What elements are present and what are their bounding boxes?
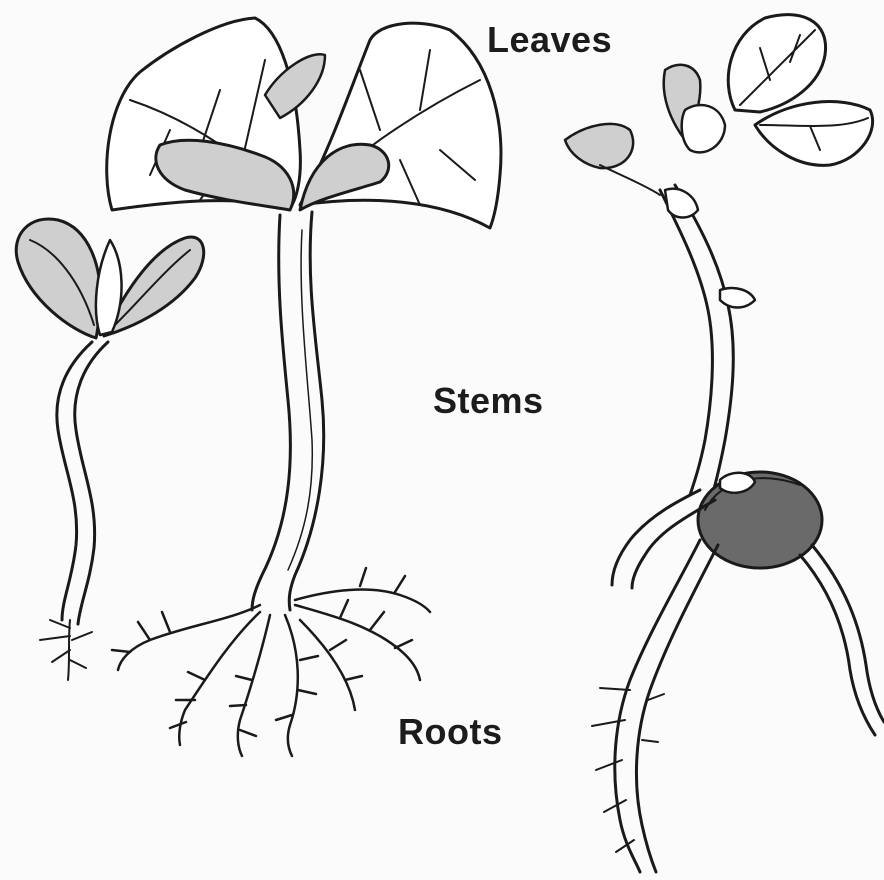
small-seedling-roots — [40, 620, 92, 680]
pea-root — [615, 540, 700, 872]
label-stems: Stems — [433, 383, 544, 419]
pea-leaf-top — [728, 15, 825, 112]
small-seedling — [16, 219, 203, 680]
label-roots: Roots — [398, 714, 503, 750]
label-leaves: Leaves — [487, 22, 612, 58]
pea-leaf-small — [565, 124, 633, 168]
pea-seed — [698, 472, 822, 568]
bean-stem — [252, 215, 290, 610]
small-seedling-cotyledon-left — [16, 219, 100, 338]
pea-root-hairs — [592, 688, 664, 852]
pea-seedling — [565, 15, 884, 872]
bean-roots — [112, 568, 430, 756]
